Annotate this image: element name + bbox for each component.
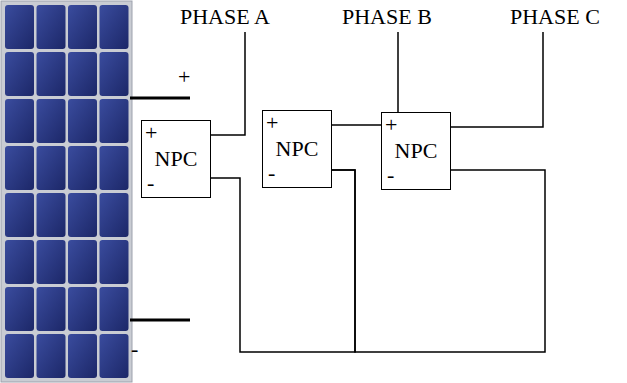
solar-cell	[100, 5, 129, 49]
terminal-sign: -	[268, 162, 275, 184]
phase-label: PHASE B	[342, 6, 432, 28]
solar-cell	[100, 193, 129, 237]
phase-label: PHASE A	[180, 6, 270, 28]
solar-cell	[100, 99, 129, 143]
box-label: NPC	[395, 139, 438, 163]
solar-cell	[37, 240, 66, 284]
panel-negative-wire	[130, 319, 190, 322]
return-bus	[211, 170, 355, 352]
wiring	[130, 32, 543, 320]
terminal-sign: +	[145, 122, 157, 144]
solar-cell	[37, 99, 66, 143]
solar-cell	[68, 99, 97, 143]
terminal-sign: -	[147, 172, 154, 194]
solar-cell	[37, 287, 66, 331]
solar-cell	[100, 146, 129, 190]
box-label: NPC	[276, 137, 319, 161]
solar-cell	[100, 240, 129, 284]
box-label: NPC	[155, 147, 198, 171]
panel-frame	[1, 1, 132, 382]
solar-cell	[5, 52, 34, 96]
solar-cell	[100, 52, 129, 96]
solar-cell	[5, 5, 34, 49]
terminal-sign: -	[387, 164, 394, 186]
phase-label: PHASE C	[510, 6, 600, 28]
solar-cell	[68, 5, 97, 49]
solar-cell	[5, 287, 34, 331]
solar-cell	[68, 240, 97, 284]
solar-cell	[37, 5, 66, 49]
terminal-sign: +	[266, 112, 278, 134]
solar-cell	[5, 240, 34, 284]
solar-cell	[68, 146, 97, 190]
solar-cell	[37, 52, 66, 96]
solar-cell	[5, 146, 34, 190]
terminal-sign: +	[385, 114, 397, 136]
solar-cell	[68, 334, 97, 378]
solar-cell	[100, 334, 129, 378]
solar-cell	[37, 334, 66, 378]
solar-cell	[5, 193, 34, 237]
solar-cell	[37, 146, 66, 190]
return-bus	[332, 170, 545, 352]
terminal-sign: +	[178, 66, 190, 88]
solar-cell	[68, 193, 97, 237]
phase-a-wire	[211, 32, 245, 135]
solar-panel	[1, 1, 132, 382]
solar-cell	[37, 193, 66, 237]
solar-cell	[5, 99, 34, 143]
solar-cell	[100, 287, 129, 331]
panel-positive-wire	[130, 97, 190, 100]
terminal-sign: -	[131, 338, 138, 360]
solar-cell	[68, 52, 97, 96]
solar-cell	[5, 334, 34, 378]
solar-cell	[68, 287, 97, 331]
phase-c-wire	[451, 32, 543, 127]
